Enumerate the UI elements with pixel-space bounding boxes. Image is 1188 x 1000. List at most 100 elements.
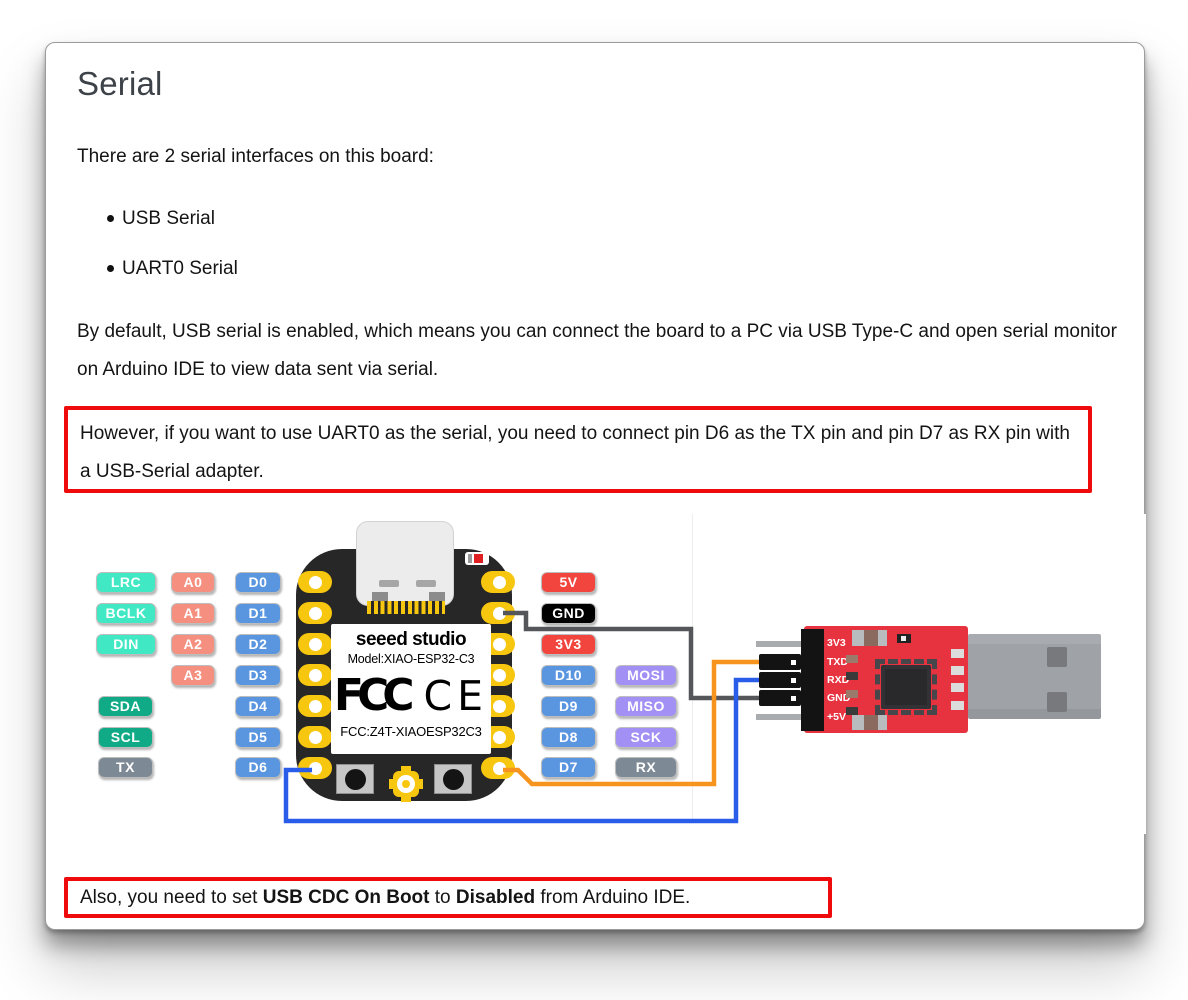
- smd-component: [878, 630, 887, 646]
- jumper-housing-rxd: [759, 672, 801, 688]
- jumper-housing-gnd: [759, 690, 801, 706]
- board-pin-right: [481, 571, 515, 593]
- usb-a-connector: [968, 634, 1101, 719]
- pin-label-d10: D10: [541, 665, 596, 686]
- board-pin-left: [298, 757, 332, 779]
- pin-label-d0: D0: [235, 572, 281, 593]
- board-pin-right: [481, 757, 515, 779]
- adapter-pin-5v: [756, 714, 803, 720]
- usb-c-slot: [379, 580, 399, 587]
- adapter-pin-label-3v3: 3V3: [827, 637, 846, 649]
- pin-label-d8: D8: [541, 727, 596, 748]
- usb-c-connector: [356, 521, 454, 606]
- usb-c-pins: [367, 601, 445, 614]
- cert-logos: FCC CE: [331, 667, 491, 724]
- cdc-note-text: Also, you need to set USB CDC On Boot to…: [80, 881, 828, 914]
- pin-label-lrc: LRC: [96, 572, 156, 593]
- pin-label-d1: D1: [235, 603, 281, 624]
- adapter-pin-label-rxd: RXD: [827, 674, 850, 686]
- adapter-pin-label-5v: +5V: [827, 711, 846, 723]
- intro-paragraph: There are 2 serial interfaces on this bo…: [77, 146, 434, 167]
- smd-component: [846, 655, 858, 663]
- pin-label-rx: RX: [615, 757, 677, 778]
- usb-contact-hole: [1047, 647, 1067, 667]
- adapter-chip-pins: [875, 659, 937, 715]
- board-pin-left: [298, 695, 332, 717]
- adapter-pin-label-txd: TXD: [827, 656, 848, 668]
- adapter-chip: [881, 665, 931, 709]
- usb-serial-paragraph: By default, USB serial is enabled, which…: [77, 321, 1117, 380]
- uart-note-text: However, if you want to use UART0 as the…: [80, 423, 1070, 482]
- smd-component: [864, 715, 878, 730]
- pin-label-miso: MISO: [615, 696, 677, 717]
- board-led: [465, 552, 489, 565]
- board-model-text: Model:XIAO-ESP32-C3: [347, 652, 475, 666]
- pin-label-a1: A1: [171, 603, 215, 624]
- board-label: seeed studio Model:XIAO-ESP32-C3 FCC CE …: [331, 624, 491, 754]
- ce-logo: CE: [423, 671, 489, 720]
- list-item-label: USB Serial: [122, 208, 215, 229]
- pin-label-a3: A3: [171, 665, 215, 686]
- pin-label-a2: A2: [171, 634, 215, 655]
- jumper-housing-txd: [759, 654, 801, 670]
- smd-component: [852, 630, 864, 646]
- pin-label-d6: D6: [235, 757, 281, 778]
- cdc-note-value: Disabled: [455, 887, 536, 908]
- serial-interface-list: USB Serial UART0 Serial: [107, 205, 238, 305]
- cdc-note-box: Also, you need to set USB CDC On Boot to…: [64, 877, 832, 918]
- smd-component: [901, 636, 906, 641]
- board-button-left: [336, 764, 374, 794]
- antenna-connector: [389, 766, 423, 802]
- board-button-right: [434, 764, 472, 794]
- pin-label-din: DIN: [96, 634, 156, 655]
- pin-label-mosi: MOSI: [615, 665, 677, 686]
- adapter-pin-label-gnd: GND: [827, 692, 851, 704]
- smd-component: [878, 715, 887, 730]
- usb-contact-hole: [1047, 692, 1067, 712]
- cdc-note-setting: USB CDC On Boot: [262, 887, 430, 908]
- antenna-dot: [402, 780, 410, 788]
- smd-component: [846, 690, 858, 698]
- fcc-id-text: FCC:Z4T-XIAOESP32C3: [340, 724, 482, 739]
- adapter-pin-3v3: [756, 641, 803, 647]
- usb-c-slot: [416, 580, 436, 587]
- usb-pad: [951, 649, 964, 658]
- pin-label-scl: SCL: [98, 727, 153, 748]
- pin-label-d5: D5: [235, 727, 281, 748]
- smd-component: [852, 715, 864, 730]
- cdc-note-prefix: Also, you need to set: [80, 887, 263, 908]
- pin-label-5v: 5V: [541, 572, 596, 593]
- usb-pad: [951, 701, 964, 710]
- pin-label-tx: TX: [98, 757, 153, 778]
- page-title: Serial: [77, 65, 163, 102]
- pin-label-d4: D4: [235, 696, 281, 717]
- board-pin-left: [298, 664, 332, 686]
- pin-label-sck: SCK: [615, 727, 677, 748]
- pin-label-sda: SDA: [98, 696, 153, 717]
- list-item-uart0-serial: UART0 Serial: [107, 255, 238, 283]
- pin-label-bclk: BCLK: [96, 603, 156, 624]
- pin-label-gnd: GND: [541, 603, 596, 624]
- smd-component: [864, 630, 878, 646]
- pin-label-3v3: 3V3: [541, 634, 596, 655]
- brand-logo: seeed studio: [355, 629, 467, 650]
- smd-component: [846, 672, 858, 680]
- adapter-header: [801, 629, 824, 731]
- list-item-usb-serial: USB Serial: [107, 205, 238, 233]
- cdc-note-suffix: from Arduino IDE.: [535, 887, 691, 908]
- image-divider: [692, 514, 693, 822]
- cdc-note-mid: to: [429, 887, 456, 908]
- pin-label-d3: D3: [235, 665, 281, 686]
- pin-label-d9: D9: [541, 696, 596, 717]
- usb-pad: [951, 666, 964, 675]
- doc-card: Serial There are 2 serial interfaces on …: [45, 42, 1146, 930]
- board-pin-left: [298, 633, 332, 655]
- board-pin-right: [481, 602, 515, 624]
- pin-label-d2: D2: [235, 634, 281, 655]
- board-pin-left: [298, 571, 332, 593]
- usb-pad: [951, 683, 964, 692]
- fcc-logo: FCC: [333, 670, 415, 721]
- pin-label-a0: A0: [171, 572, 215, 593]
- pin-label-d7: D7: [541, 757, 596, 778]
